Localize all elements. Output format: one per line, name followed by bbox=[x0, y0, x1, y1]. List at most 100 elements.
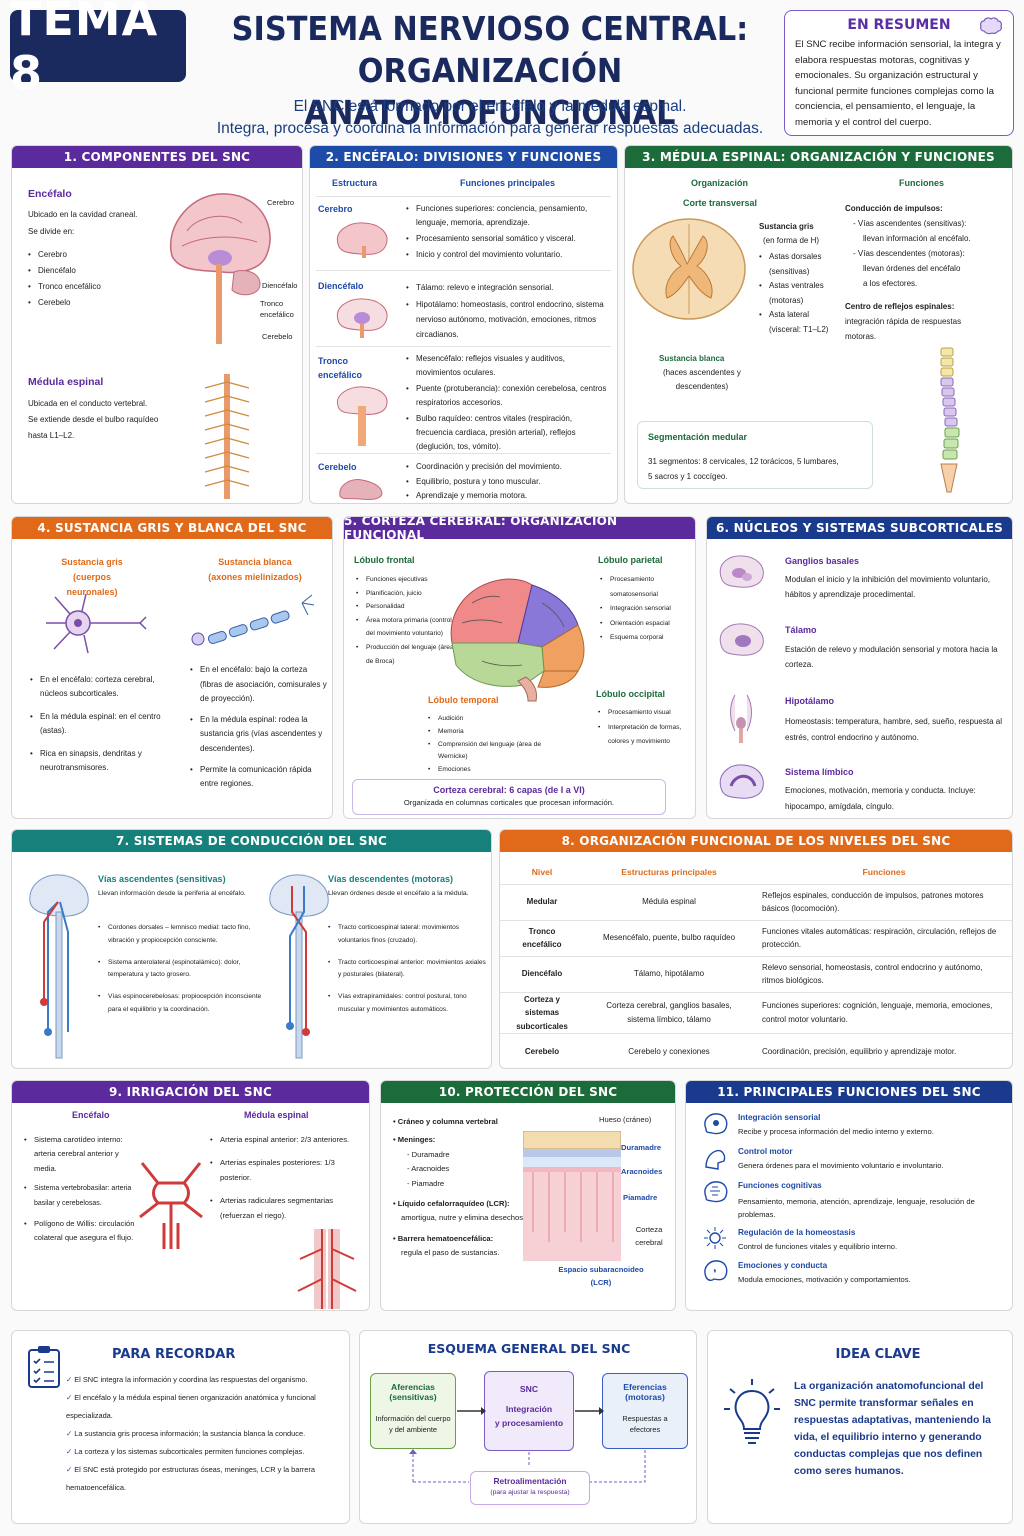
cortex-layers-title: Corteza cerebral: 6 capas (de I a VI) bbox=[433, 785, 585, 795]
level-functions: Reflejos espinales, conducción de impuls… bbox=[762, 890, 984, 914]
key-idea-title: IDEA CLAVE bbox=[835, 1347, 921, 1362]
row-cerebro-name: Cerebro bbox=[318, 204, 353, 214]
row-cerebelo-name: Cerebelo bbox=[318, 462, 357, 472]
horns-list: Astas dorsales(sensitivas) Astas ventral… bbox=[759, 250, 828, 338]
descending-subtitle: Llevan órdenes desde el encéfalo a la mé… bbox=[328, 890, 469, 897]
ascending-subtitle: Llevan información desde la periferia al… bbox=[98, 890, 246, 897]
cerebrum-icon bbox=[336, 222, 388, 258]
row-tronco-name: Tronco encefálico bbox=[318, 356, 363, 380]
ascending-title: Vías ascendentes (sensitivas) bbox=[98, 874, 226, 884]
frontal-lobe-list: Funciones ejecutivasPlanificación, juici… bbox=[356, 573, 456, 668]
spinal-cross-section bbox=[632, 218, 746, 320]
thalamus-icon bbox=[719, 623, 764, 656]
section-10-title: 10. PROTECCIÓN DEL SNC bbox=[381, 1081, 675, 1103]
descending-title: Vías descendentes (motoras) bbox=[328, 874, 454, 884]
brain-sagittal-illustration bbox=[169, 193, 271, 344]
fn-cognitive-title: Funciones cognitivas bbox=[738, 1181, 822, 1190]
section-8-title: 8. ORGANIZACIÓN FUNCIONAL DE LOS NIVELES… bbox=[500, 830, 1012, 852]
row-tronco-list: Mesencéfalo: reflejos visuales y auditiv… bbox=[406, 352, 611, 454]
summary-box: EN RESUMEN El SNC recibe información sen… bbox=[784, 10, 1014, 136]
occipital-lobe-list: Procesamiento visualInterpretación de fo… bbox=[598, 706, 694, 750]
label-aracnoides: Aracnoides bbox=[621, 1167, 663, 1176]
segmentation-title: Segmentación medular bbox=[648, 432, 748, 442]
row-diencefalo-list: Tálamo: relevo e integración sensorial.H… bbox=[406, 280, 611, 342]
fn-emotions-title: Emociones y conducta bbox=[738, 1261, 828, 1270]
circle-of-willis-illustration bbox=[139, 1162, 203, 1249]
section-cerebral-cortex: 5. CORTEZA CEREBRAL: ORGANIZACIÓN FUNCIO… bbox=[343, 516, 696, 819]
spinal-functions: Conducción de impulsos: - Vías ascendent… bbox=[845, 204, 971, 341]
ascending-pathways-illustration bbox=[29, 874, 89, 1059]
irrigation-spinal-title: Médula espinal bbox=[244, 1110, 309, 1120]
level-name: Cerebelo bbox=[524, 1047, 560, 1056]
section-protection: 10. PROTECCIÓN DEL SNC • Cráneo y column… bbox=[380, 1080, 676, 1311]
section-grey-white-matter: 4. SUSTANCIA GRIS Y BLANCA DEL SNC Susta… bbox=[11, 516, 333, 819]
level-structures: Corteza cerebral, ganglios basales, sist… bbox=[606, 1001, 732, 1024]
protection-list: • Cráneo y columna vertebral • Meninges:… bbox=[393, 1117, 526, 1258]
parietal-lobe-title: Lóbulo parietal bbox=[598, 555, 663, 565]
hypothalamus-text: Homeostasis: temperatura, hambre, sed, s… bbox=[785, 717, 1002, 742]
level-functions: Coordinación, precisión, equilibrio y ap… bbox=[762, 1047, 957, 1056]
remember-title: PARA RECORDAR bbox=[112, 1347, 236, 1362]
parietal-lobe-list: Procesamiento somatosensorialIntegración… bbox=[600, 573, 692, 646]
th-level: Nivel bbox=[531, 866, 553, 877]
ascending-list: Cordones dorsales – lemnisco medial: tac… bbox=[98, 922, 268, 1017]
basal-ganglia-text: Modulan el inicio y la inhibición del mo… bbox=[785, 575, 990, 599]
emotions-icon bbox=[704, 1260, 728, 1282]
basal-ganglia-title: Ganglios basales bbox=[785, 556, 860, 566]
motor-control-icon bbox=[705, 1149, 726, 1170]
level-structures: Médula espinal bbox=[642, 897, 696, 907]
fn-homeostasis-text: Control de funciones vitales y equilibri… bbox=[738, 1242, 898, 1251]
white-matter-title: Sustancia blanca(axones mielinizados) bbox=[208, 557, 302, 582]
label-cerebelo: Cerebelo bbox=[262, 332, 293, 341]
level-row: Medular Médula espinal Reflejos espinales,… bbox=[500, 884, 1012, 920]
level-name: Corteza y sistemas subcorticales bbox=[516, 994, 568, 1031]
level-row: Corteza y sistemas subcorticales Corteza … bbox=[500, 992, 1012, 1034]
occipital-lobe-title: Lóbulo occipital bbox=[596, 689, 665, 699]
limbic-system-text: Emociones, motivación, memoria y conduct… bbox=[785, 786, 976, 811]
section-4-title: 4. SUSTANCIA GRIS Y BLANCA DEL SNC bbox=[12, 517, 332, 539]
section-encephalon-divisions: 2. ENCÉFALO: DIVISIONES Y FUNCIONES Estr… bbox=[309, 145, 618, 504]
fn-homeostasis-title: Regulación de la homeostasis bbox=[738, 1228, 856, 1237]
th-functions: Funciones bbox=[862, 866, 906, 877]
cerebellum-icon bbox=[339, 479, 383, 500]
page-title: SISTEMA NERVIOSO CENTRAL:ORGANIZACIÓN AN… bbox=[231, 9, 749, 132]
sensory-integration-icon bbox=[704, 1113, 728, 1135]
page-subtitle: El SNC está formado por el encéfalo y la… bbox=[216, 98, 764, 137]
irrigation-spinal-list: Arteria espinal anterior: 2/3 anteriores… bbox=[210, 1133, 360, 1223]
level-functions: Relevo sensorial, homeostasis, control e… bbox=[762, 962, 983, 986]
limbic-system-icon bbox=[719, 764, 764, 799]
thalamus-title: Tálamo bbox=[785, 625, 817, 635]
level-structures: Cerebelo y conexiones bbox=[628, 1047, 710, 1056]
section-spinal-cord: 3. MÉDULA ESPINAL: ORGANIZACIÓN Y FUNCIO… bbox=[624, 145, 1013, 504]
limbic-system-title: Sistema límbico bbox=[785, 767, 854, 777]
level-name: Tronco encefálico bbox=[522, 926, 562, 950]
segmentation-box: Segmentación medular 31 segmentos: 8 cer… bbox=[637, 421, 873, 489]
scheme-title: ESQUEMA GENERAL DEL SNC bbox=[427, 1341, 631, 1356]
irrigation-encephalon-title: Encéfalo bbox=[72, 1110, 110, 1120]
th-structures: Estructuras principales bbox=[621, 866, 717, 877]
grey-matter-title: Sustancia gris(cuerpos neuronales) bbox=[61, 557, 123, 597]
topic-badge: TEMA 8 bbox=[10, 0, 186, 100]
hypothalamus-icon bbox=[730, 694, 752, 743]
section-3-title: 3. MÉDULA ESPINAL: ORGANIZACIÓN Y FUNCIO… bbox=[625, 146, 1012, 168]
thalamus-text: Estación de relevo y modulación sensoria… bbox=[785, 645, 998, 669]
grey-matter-list: En el encéfalo: corteza cerebral, núcleo… bbox=[30, 673, 170, 775]
level-functions: Funciones vitales automáticas: respiraci… bbox=[762, 926, 997, 950]
summary-text: El SNC recibe información sensorial, la … bbox=[795, 39, 1001, 128]
hypothalamus-title: Hipotálamo bbox=[785, 696, 835, 706]
section-9-title: 9. IRRIGACIÓN DEL SNC bbox=[12, 1081, 369, 1103]
fn-emotions-text: Modula emociones, motivación y comportam… bbox=[738, 1275, 911, 1284]
col-functions: Funciones bbox=[899, 178, 945, 188]
level-name: Medular bbox=[526, 897, 558, 907]
label-piamadre: Piamadre bbox=[623, 1193, 658, 1202]
section-1-title: 1. COMPONENTES DEL SNC bbox=[12, 146, 302, 168]
level-name: Diencéfalo bbox=[521, 969, 563, 979]
brain-icon bbox=[980, 17, 1002, 35]
descending-pathways-illustration bbox=[269, 874, 329, 1059]
spinal-cord-illustration bbox=[204, 374, 250, 499]
